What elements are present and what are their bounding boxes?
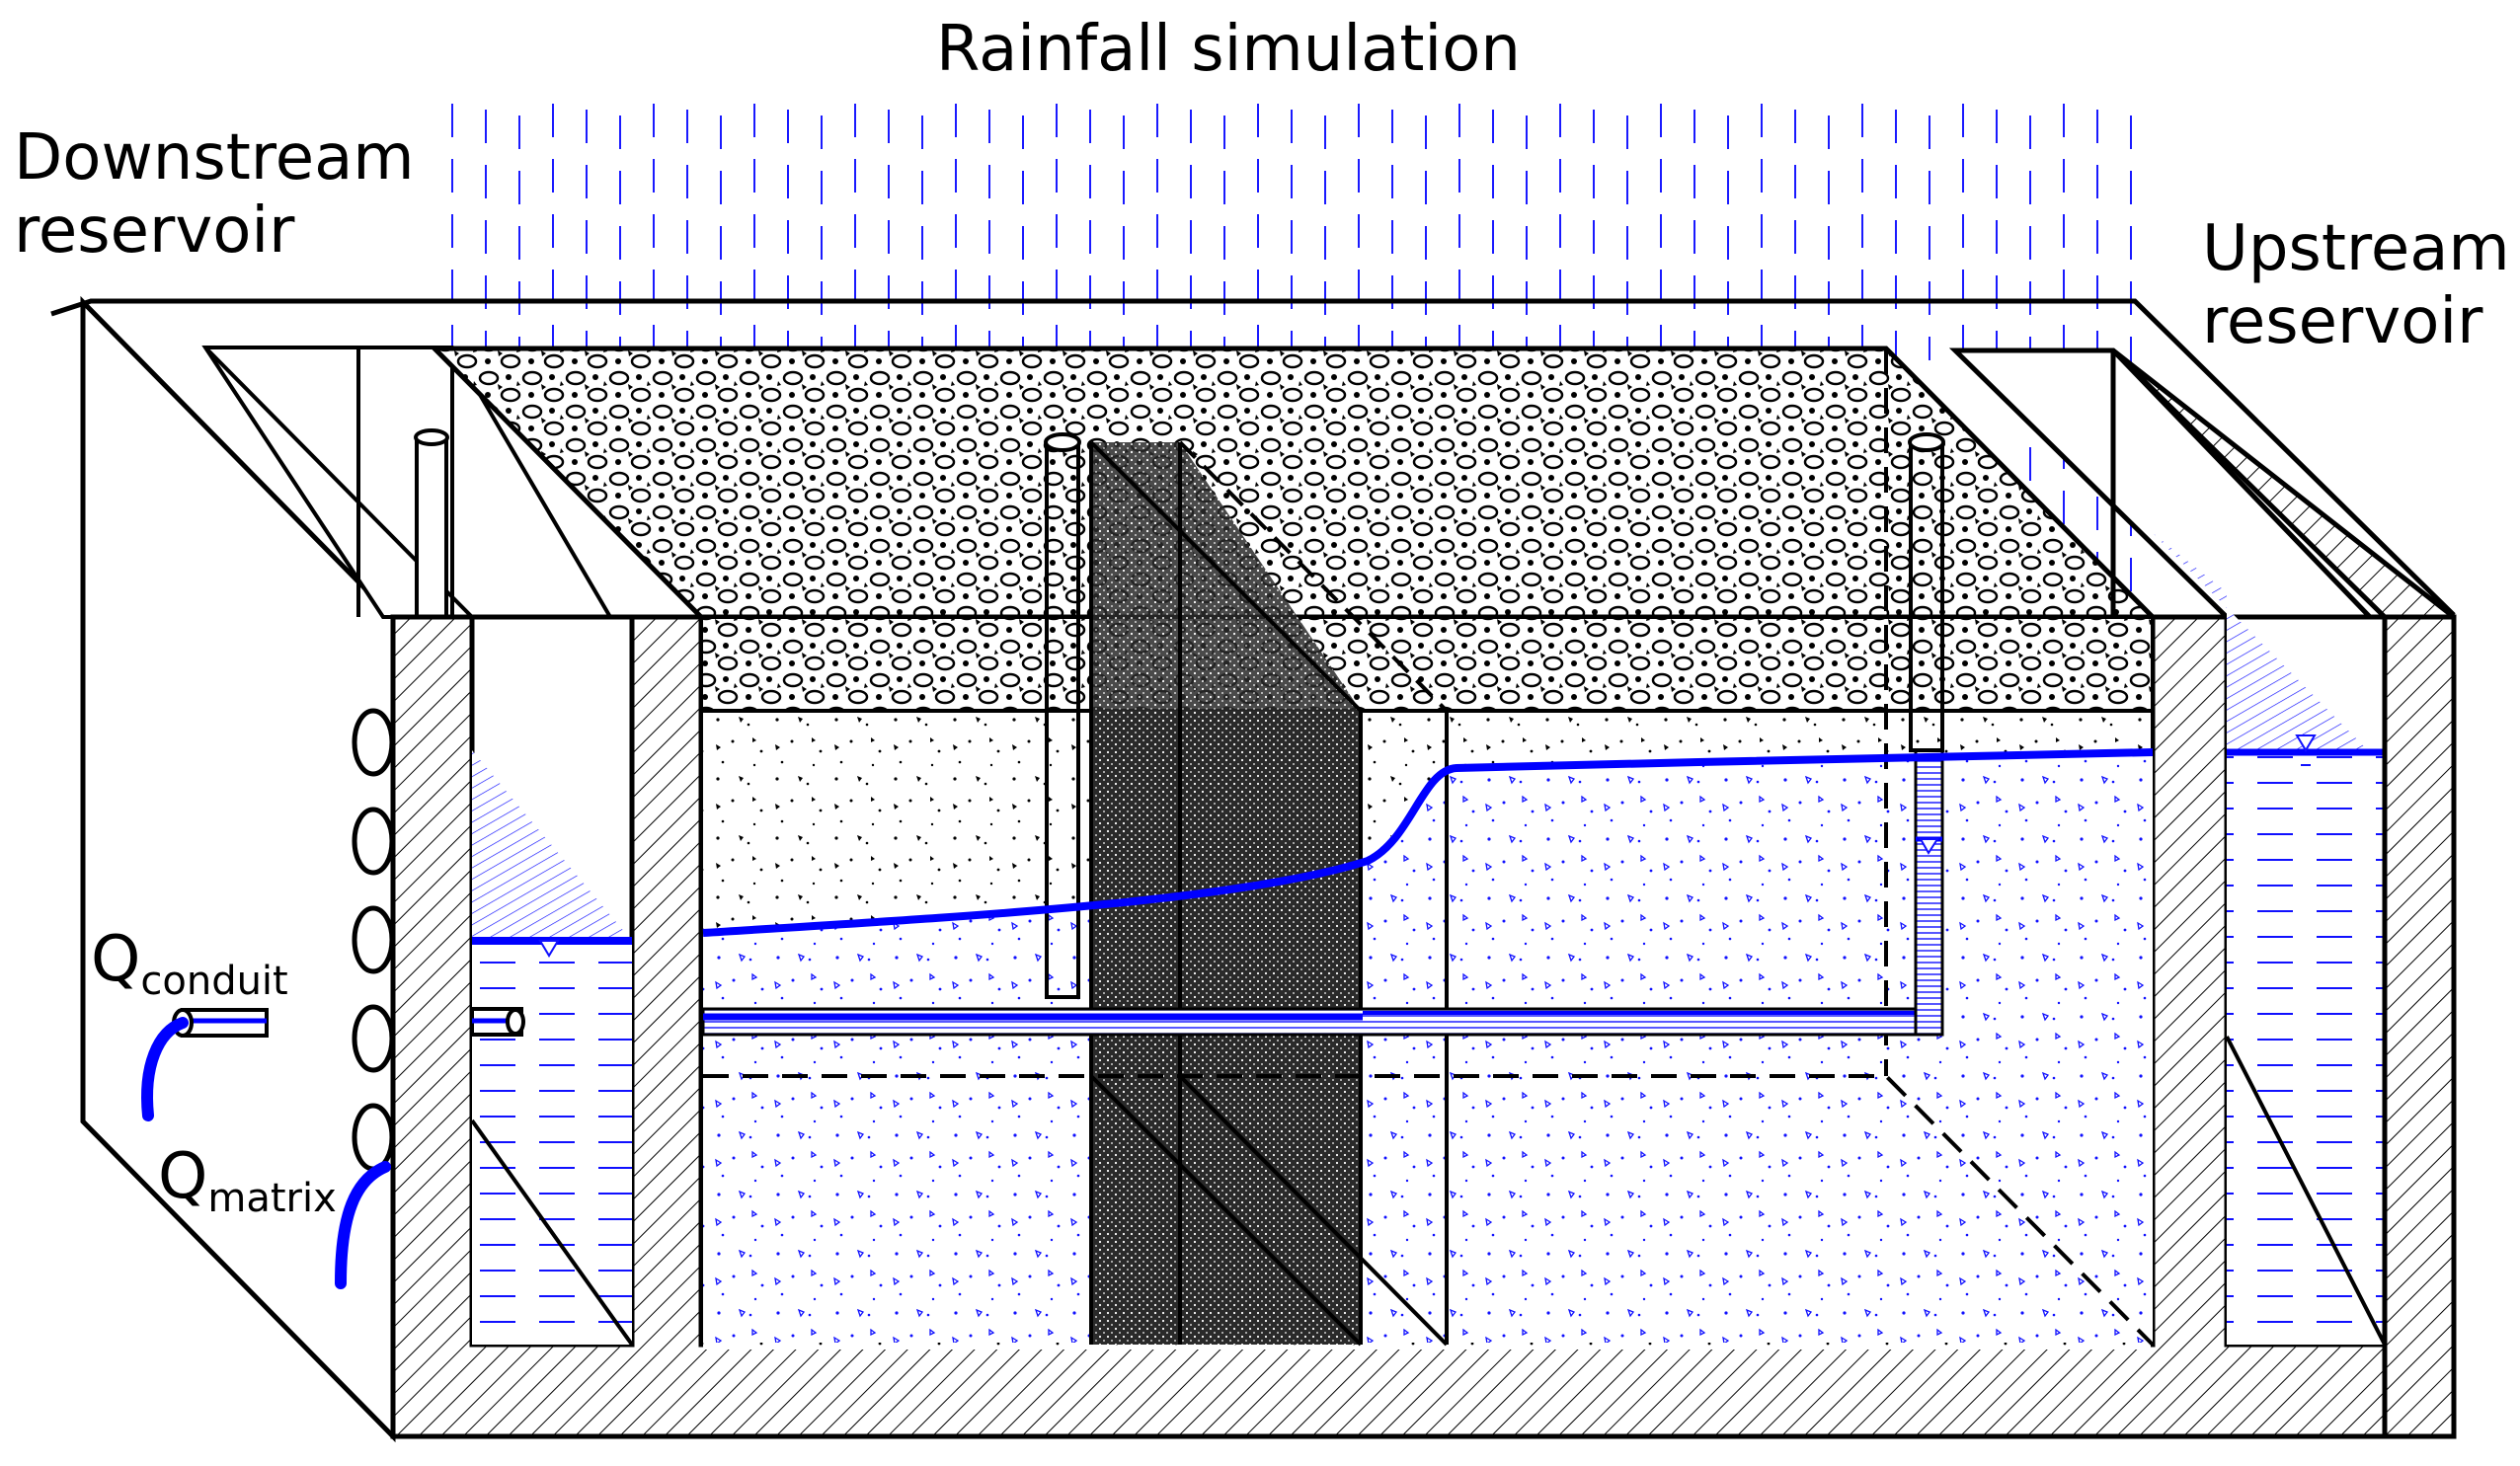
rainfall-simulation-label: Rainfall simulation: [936, 13, 1521, 86]
q-matrix-label: Qmatrix: [158, 1145, 337, 1218]
soil-compartment: [698, 348, 2156, 1350]
downstream-water-compartment: [469, 614, 635, 1348]
observation-well-icon: [1044, 432, 1081, 999]
upstream-label-line2: reservoir: [2202, 284, 2483, 358]
water-table-line: [702, 748, 2154, 937]
downstream-label-line1: Downstream: [14, 121, 415, 194]
outflow-pipe-icon: [141, 1008, 269, 1121]
q-conduit-label: Qconduit: [91, 928, 288, 1001]
q-conduit-symbol: Q: [91, 923, 141, 996]
q-matrix-symbol: Q: [158, 1140, 208, 1213]
water-level-triangle: [2295, 734, 2317, 752]
upstream-outer-wall: [2111, 348, 2457, 1439]
upstream-label-line1: Upstream: [2202, 212, 2510, 285]
tank-back-rim: [50, 298, 2456, 617]
upstream-reservoir-label: Upstream reservoir: [2202, 212, 2510, 358]
gravel-top-surface: [428, 346, 2160, 620]
downstream-outlets: [141, 708, 525, 1289]
water-level-triangle: [538, 940, 560, 958]
downstream-label-line2: reservoir: [14, 193, 295, 268]
q-matrix-subscript: matrix: [207, 1176, 337, 1221]
q-conduit-subscript: conduit: [140, 959, 288, 1004]
observation-well-icon: [1908, 432, 1945, 752]
matrix-outflow-stream: [335, 1161, 391, 1289]
upstream-water-compartment: [2153, 533, 2388, 1348]
downstream-reservoir-label: Downstream reservoir: [14, 121, 415, 268]
